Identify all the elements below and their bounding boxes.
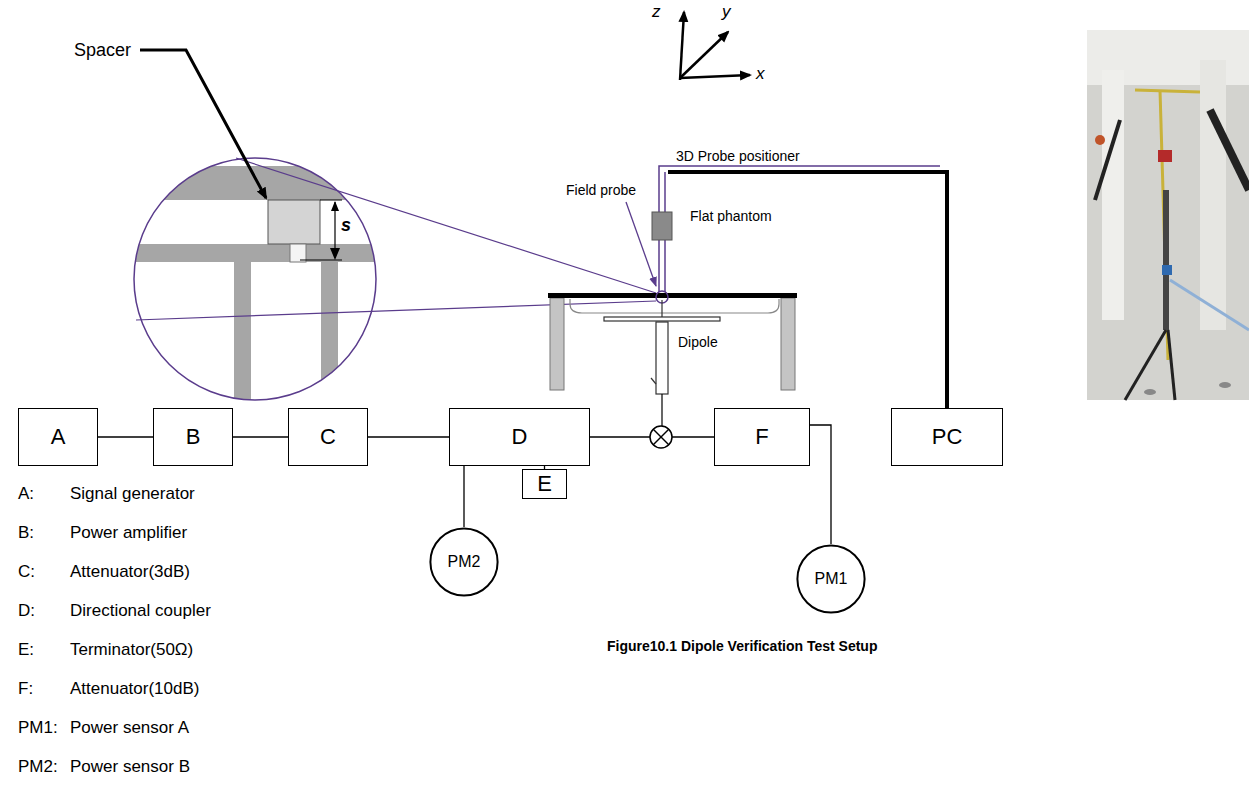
key-letter: E:	[18, 640, 34, 660]
instrument-box: E	[522, 469, 567, 499]
magnifier-circle	[134, 158, 376, 400]
key-description: Attenuator(3dB)	[70, 562, 190, 582]
instrument-box: D	[449, 408, 590, 466]
figure-caption: Figure10.1 Dipole Verification Test Setu…	[607, 638, 877, 654]
node-label: B	[186, 425, 201, 449]
power-sensor-circle: PM2	[429, 527, 499, 597]
node-label: PM2	[448, 553, 481, 571]
key-description: Attenuator(10dB)	[70, 679, 199, 699]
instrument-box: B	[153, 408, 233, 466]
connector-line	[463, 466, 464, 527]
part-label: Spacer	[74, 40, 131, 61]
connector-line	[810, 425, 831, 544]
cable-joint	[650, 426, 672, 448]
node-label: D	[512, 425, 528, 449]
key-letter: PM1:	[18, 718, 58, 738]
flat-phantom	[548, 293, 797, 390]
key-description: Directional coupler	[70, 601, 211, 621]
positioner-cable	[668, 172, 947, 408]
axis-label: x	[756, 64, 765, 84]
node-label: A	[51, 425, 66, 449]
connector-line	[98, 436, 153, 437]
axis-label: y	[722, 2, 731, 22]
node-label: PC	[932, 425, 963, 449]
node-label: PM1	[815, 570, 848, 588]
power-sensor-circle: PM1	[796, 544, 866, 614]
key-description: Terminator(50Ω)	[70, 640, 193, 660]
spacer-detail	[100, 166, 420, 462]
key-letter: F:	[18, 679, 33, 699]
dipole-antenna	[604, 300, 720, 426]
probe-leader	[626, 202, 656, 286]
key-description: Power sensor A	[70, 718, 189, 738]
instrument-box: PC	[891, 408, 1003, 466]
part-label: 3D Probe positioner	[676, 148, 800, 164]
key-description: Power sensor B	[70, 757, 190, 777]
instrument-box: F	[714, 408, 810, 466]
part-label: Dipole	[678, 334, 718, 350]
node-label: C	[320, 425, 336, 449]
field-probe	[652, 212, 672, 240]
setup-photo	[1087, 30, 1249, 400]
key-letter: A:	[18, 484, 34, 504]
key-letter: D:	[18, 601, 35, 621]
node-label: F	[755, 425, 768, 449]
key-description: Power amplifier	[70, 523, 187, 543]
axis-label: z	[652, 2, 661, 22]
key-letter: PM2:	[18, 757, 58, 777]
key-letter: B:	[18, 523, 34, 543]
part-label: Flat phantom	[690, 208, 772, 224]
instrument-box: A	[18, 408, 98, 466]
key-description: Signal generator	[70, 484, 195, 504]
probe-rod	[659, 166, 940, 292]
node-label: E	[537, 472, 552, 496]
part-label: s	[341, 215, 351, 236]
connector-line	[233, 436, 288, 437]
key-letter: C:	[18, 562, 35, 582]
connector-line	[368, 436, 449, 437]
coordinate-axes	[680, 12, 750, 80]
instrument-box: C	[288, 408, 368, 466]
spacer-leader	[140, 50, 266, 198]
part-label: Field probe	[566, 182, 636, 198]
